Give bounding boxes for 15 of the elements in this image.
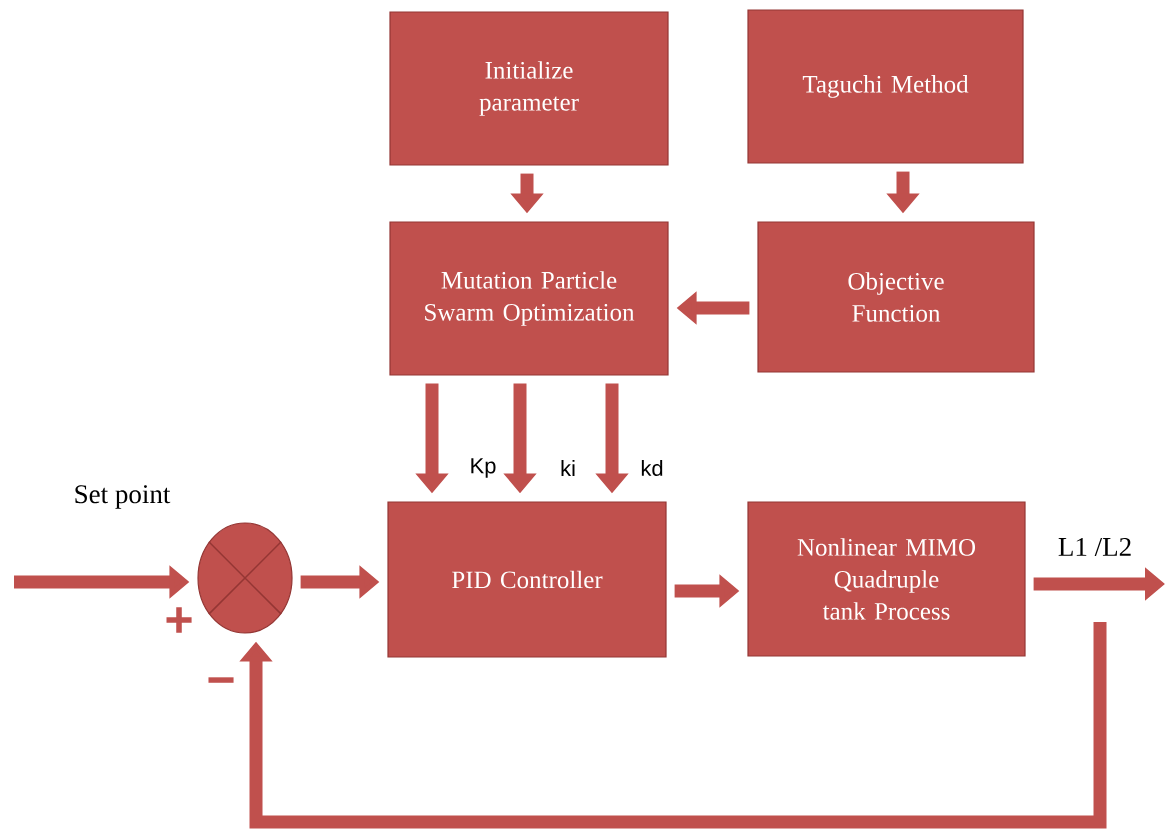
process-box: Nonlinear MIMO Quadruple tank Process xyxy=(747,501,1026,657)
process-box: Initialize parameter xyxy=(389,11,669,166)
edge-label: Kp xyxy=(471,458,496,478)
edge-label: L1 /L2 xyxy=(1058,537,1131,557)
process-box: Taguchi Method xyxy=(747,9,1024,164)
edge-label: ki xyxy=(561,460,575,476)
summing-junction xyxy=(197,522,293,634)
block-arrow xyxy=(239,622,1107,829)
process-box: PID Controller xyxy=(387,501,667,658)
plus-sign: + xyxy=(166,607,192,633)
signal-label: kd xyxy=(641,459,663,477)
edge-label: Set point xyxy=(75,485,171,509)
process-box: Objective Function xyxy=(757,221,1035,373)
process-box: Mutation Particle Swarm Optimization xyxy=(389,221,669,376)
minus-sign: − xyxy=(208,677,234,683)
